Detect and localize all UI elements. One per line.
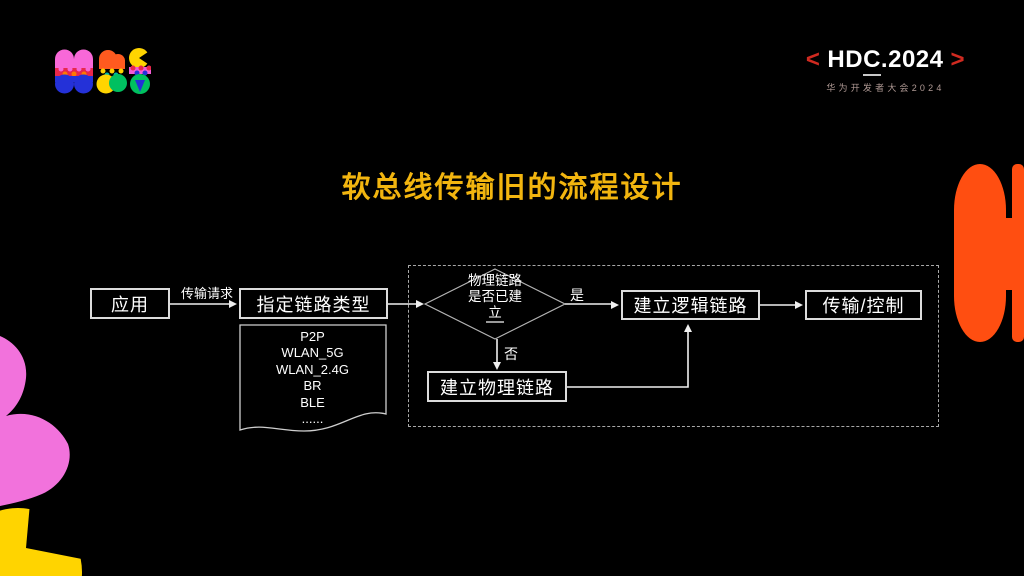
conference-name: <HDC.2024 > [799,46,972,76]
list-item: WLAN_2.4G [276,361,349,377]
flow-box-physical-link: 建立物理链路 [427,371,567,402]
bracket-left-icon: < [805,46,821,73]
flow-box-logical-link: 建立逻辑链路 [621,290,760,320]
flow-box-link-type: 指定链路类型 [239,288,388,319]
underlined-c: C [863,46,881,76]
yes-edge-label: 是 [570,287,584,303]
decision-text: 物理链路 是否已建 立 [437,273,553,323]
decision-line: 是否已建 [468,289,522,304]
yellow-circle-shape [0,508,82,576]
request-edge-label: 传输请求 [180,286,233,301]
flow-box-logical-link-label: 建立逻辑链路 [633,296,748,316]
decision-line: 物理链路 [468,273,522,288]
pink-petal-shape [0,336,70,506]
list-item: P2P [300,329,325,344]
flow-box-link-type-label: 指定链路类型 [256,294,371,315]
bracket-right-icon: > [950,46,965,73]
conference-branding: <HDC.2024 > 华为开发者大会2024 [799,46,972,94]
dashed-flow-region [408,265,939,427]
link-type-list: P2P WLAN_5G WLAN_2.4G BR BLE ...... [241,329,384,427]
list-item: WLAN_5G [281,345,344,361]
flow-box-transfer-control-label: 传输/控制 [822,296,905,316]
flow-box-physical-link-label: 建立物理链路 [440,377,554,398]
list-item: BLE [300,394,325,410]
list-item: ...... [301,411,324,427]
no-edge-label: 否 [504,346,518,362]
conference-name-text: HDC.2024 [827,46,943,76]
decision-line: 立 [437,305,553,323]
flow-box-application-label: 应用 [111,294,149,315]
flower-decoration [0,336,92,576]
flow-box-application: 应用 [90,288,170,319]
flow-box-transfer-control: 传输/控制 [805,290,922,320]
page-title: 软总线传输旧的流程设计 [341,172,683,204]
conference-subtitle: 华为开发者大会2024 [826,83,945,93]
hdc-logo-icon [55,48,151,94]
list-item: BR [303,378,322,394]
